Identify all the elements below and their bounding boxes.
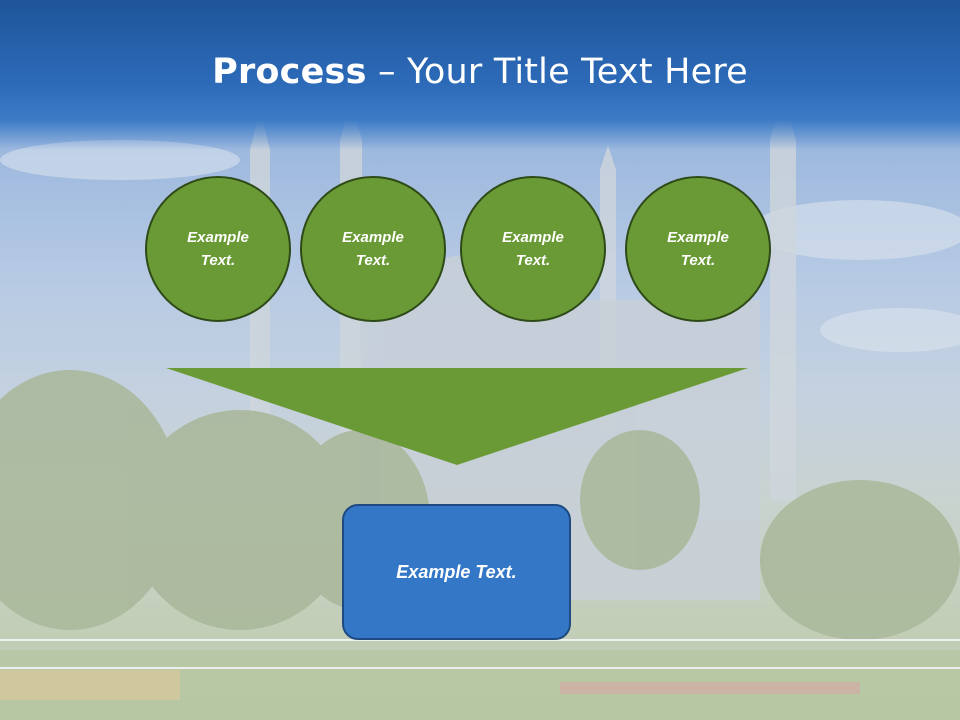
step-circle-2: Example Text. (300, 176, 446, 322)
step-circle-label: Example Text. (187, 229, 249, 269)
result-box: Example Text. (342, 504, 571, 640)
title-bold: Process (212, 52, 367, 92)
result-box-label: Example Text. (396, 561, 517, 582)
funnel-arrow (166, 368, 748, 465)
title-rest: – Your Title Text Here (366, 52, 748, 92)
step-circle-label: Example Text. (502, 229, 564, 269)
step-circle-label: Example Text. (342, 229, 404, 269)
slide-title: Process – Your Title Text Here (0, 52, 960, 92)
step-circle-label: Example Text. (667, 229, 729, 269)
header-band (0, 0, 960, 150)
step-circle-3: Example Text. (460, 176, 606, 322)
step-circle-4: Example Text. (625, 176, 771, 322)
step-circle-1: Example Text. (145, 176, 291, 322)
